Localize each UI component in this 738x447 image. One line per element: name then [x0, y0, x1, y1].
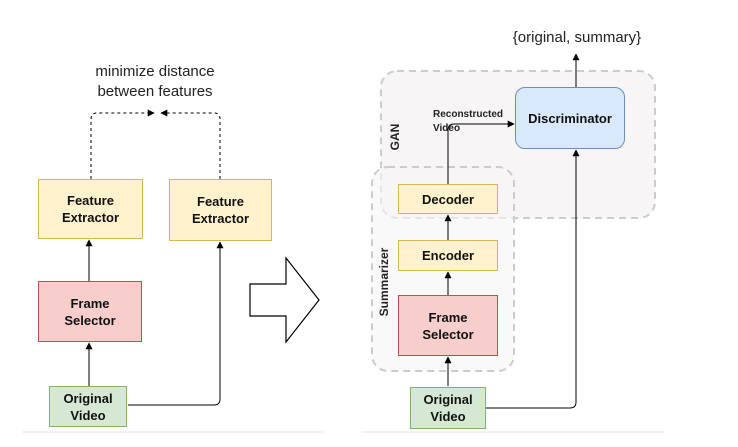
- arrow-video-to-extractor-b: [128, 241, 224, 406]
- encoder-node: Encoder: [398, 240, 498, 271]
- arrow-video-to-discriminator: [486, 149, 580, 409]
- feature-extractor-a: Feature Extractor: [38, 179, 143, 239]
- output-label: {original, summary}: [512, 29, 642, 46]
- frame-selector-left: Frame Selector: [38, 281, 142, 342]
- dotted-arrow-extractor-b: [160, 109, 221, 179]
- reconstructed-video-label: Reconstructed Video: [433, 109, 504, 134]
- transition-arrow-icon: [249, 256, 320, 344]
- gan-label: GAN: [388, 123, 402, 151]
- original-video-right: Original Video: [410, 387, 486, 429]
- objective-label: minimize distance between features: [95, 63, 215, 100]
- original-video-left: Original Video: [49, 386, 127, 427]
- feature-extractor-b: Feature Extractor: [169, 179, 272, 241]
- frame-selector-right: Frame Selector: [398, 295, 498, 356]
- decoder-node: Decoder: [398, 184, 498, 214]
- arrow-decoder-to-discriminator: [447, 120, 515, 184]
- summarizer-label: Summarizer: [377, 247, 391, 317]
- discriminator-node: Discriminator: [515, 87, 625, 149]
- dotted-arrow-extractor-a: [90, 109, 155, 179]
